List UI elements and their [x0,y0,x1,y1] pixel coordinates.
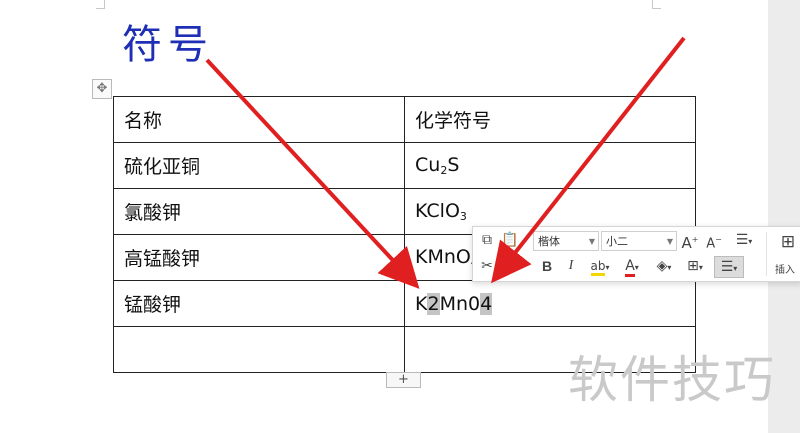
italic-button[interactable]: I [568,258,574,273]
line-spacing-icon[interactable]: ☰▾ [735,232,753,248]
move-icon: ✥ [96,81,108,96]
copy-icon[interactable]: ⧉ [482,232,492,248]
add-row-button[interactable]: + [386,372,421,388]
formula-text: K2Mn04 [415,292,493,315]
shading-icon[interactable]: ◈▾ [656,258,672,274]
formula-text: KClO3 [415,200,467,223]
arrow-left [205,58,420,289]
table-row: 氯酸钾 KClO3 [113,188,696,235]
name-cell-empty[interactable] [113,326,405,373]
toolbar-separator [766,232,767,276]
chemical-table[interactable]: 名称 化学符号 硫化亚铜 Cu2S 氯酸钾 KClO3 高锰酸钾 KMnO4 锰… [113,96,696,373]
table-row: 名称 化学符号 [113,96,696,143]
cut-icon[interactable]: ✂ [481,258,493,274]
shrink-font-icon[interactable]: A− [706,235,722,252]
font-size-select[interactable]: 小二▼ [601,231,677,251]
margin-corner-top-right [652,0,661,9]
selected-digit[interactable]: 2 [427,292,440,315]
border-icon[interactable]: ⊞▾ [687,258,703,274]
selected-digit[interactable]: 4 [480,292,493,315]
document-heading[interactable]: 符号 [122,22,214,68]
align-icon[interactable]: ☰▾ [714,256,744,278]
name-cell[interactable]: 氯酸钾 [113,188,405,235]
table-row: 硫化亚铜 Cu2S [113,142,696,189]
arrow-right [491,36,686,284]
chevron-down-icon: ▼ [666,237,673,246]
formula-cell[interactable]: KClO3 [404,188,696,235]
font-name-select[interactable]: 楷体▼ [533,231,599,251]
name-cell[interactable]: 锰酸钾 [113,280,405,327]
highlight-button[interactable]: ab▾ [586,256,614,276]
formula-subscript: 2 [440,164,448,177]
table-row [113,326,696,373]
font-color-button[interactable]: A▾ [619,256,645,277]
insert-label[interactable]: 插入 [775,265,795,276]
document-page[interactable]: 符号 ✥ 名称 化学符号 硫化亚铜 Cu2S 氯酸钾 KClO3 高锰酸钾 KM… [0,0,768,433]
chevron-down-icon: ▼ [588,237,595,246]
margin-corner-top-left [96,0,105,9]
table-move-handle[interactable]: ✥ [92,79,112,99]
formula-subscript: 3 [459,210,467,223]
table-row: 锰酸钾 K2Mn04 [113,280,696,327]
header-formula-cell[interactable]: 化学符号 [404,96,696,143]
bold-button[interactable]: B [541,258,553,274]
name-cell[interactable]: 高锰酸钾 [113,234,405,281]
header-name-cell[interactable]: 名称 [113,96,405,143]
grow-font-icon[interactable]: A+ [681,234,699,252]
watermark: 软件技巧 [568,351,776,409]
formula-cell-empty[interactable] [404,326,696,373]
insert-table-icon[interactable]: ⊞ [780,232,796,252]
name-cell[interactable]: 硫化亚铜 [113,142,405,189]
formula-text: Cu2S [415,154,460,177]
